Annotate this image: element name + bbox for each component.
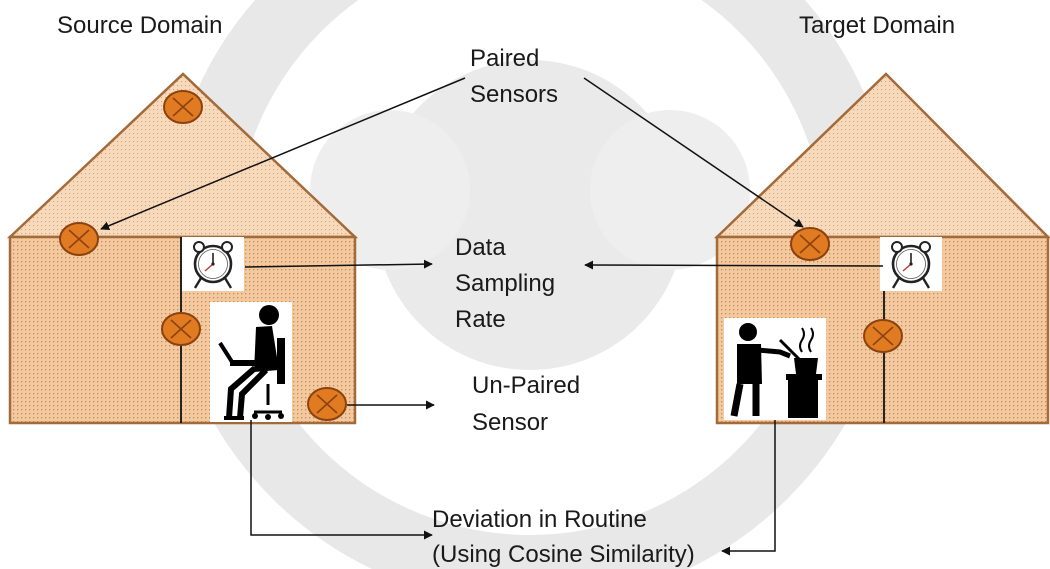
arrow-paired-to-source [100,77,466,231]
arrow-paired-to-target [583,77,804,228]
source-roof-sensor-icon [163,90,203,124]
data-sampling-rate-line1: Data [455,234,506,261]
source-alarm-clock-icon [180,235,246,293]
paired-sensors-label-line1: Paired [470,45,539,72]
unpaired-sensor-label-line2: Sensor [472,409,548,436]
target-paired-sensor-icon [790,227,830,261]
target-domain-title: Target Domain [799,12,955,39]
unpaired-sensor-label-line1: Un-Paired [472,372,580,399]
deviation-label-line1: Deviation in Routine [432,506,647,533]
paired-sensors-label-line2: Sensors [470,81,558,108]
connectors [100,77,884,556]
arrow-target-clock-to-sampling [584,260,884,270]
source-paired-sensor-icon [59,222,99,256]
source-unpaired-sensor-icon [307,387,347,421]
arrow-source-person-to-deviation [250,420,433,540]
target-roof [713,72,1050,239]
data-sampling-rate-line2: Sampling [455,270,555,297]
target-house [713,72,1050,425]
source-house [6,72,359,425]
source-wall-sensor-icon [161,312,201,346]
person-cooking-icon [724,318,826,420]
deviation-label-line2: (Using Cosine Similarity) [432,541,695,568]
source-domain-title: Source Domain [57,12,222,39]
person-at-desk-icon [210,302,292,422]
arrow-source-clock-to-sampling [244,259,433,269]
arrow-target-person-to-deviation [721,420,776,556]
target-wall-sensor-icon [863,319,903,353]
data-sampling-rate-line3: Rate [455,306,506,333]
target-alarm-clock-icon [878,235,944,293]
